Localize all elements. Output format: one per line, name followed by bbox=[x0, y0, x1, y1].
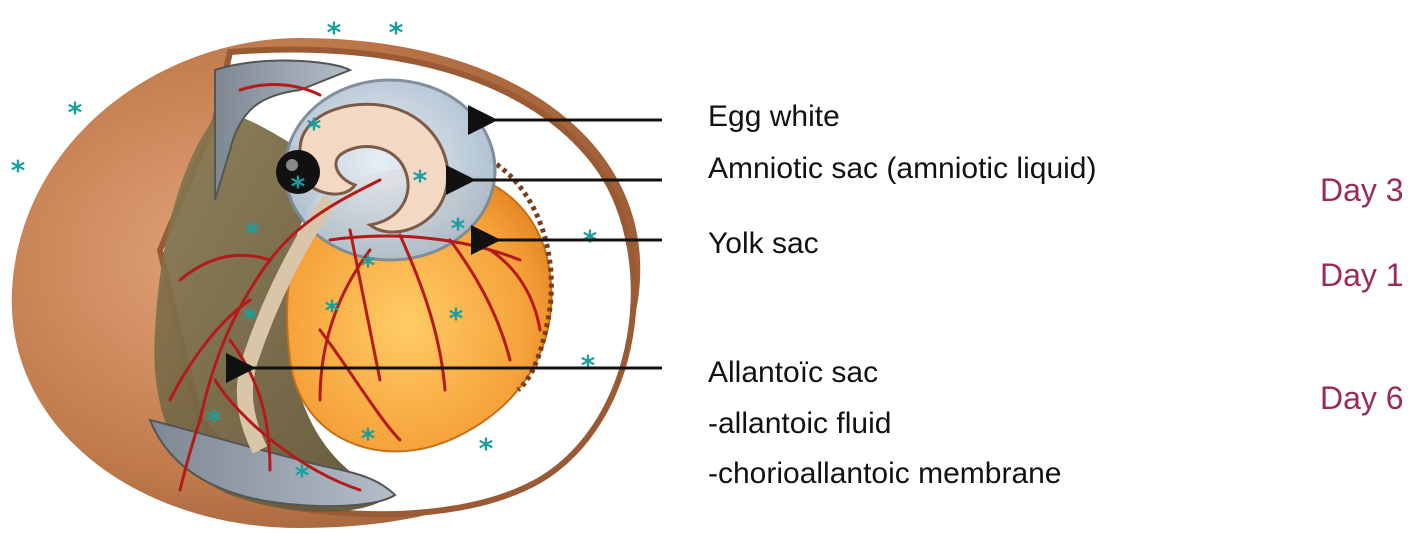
label-allantoic-sac: Allantoïc sac bbox=[708, 355, 878, 391]
day-yolk: Day 1 bbox=[1320, 256, 1404, 294]
label-amniotic-sac: Amniotic sac (amniotic liquid) bbox=[708, 151, 1096, 187]
label-egg-white: Egg white bbox=[708, 99, 840, 135]
label-chorioallantoic-membrane: -chorioallantoic membrane bbox=[708, 456, 1062, 492]
day-amniotic: Day 3 bbox=[1320, 171, 1404, 209]
label-allantoic-fluid: -allantoic fluid bbox=[708, 406, 891, 442]
day-allantoic: Day 6 bbox=[1320, 379, 1404, 417]
label-yolk-sac: Yolk sac bbox=[708, 226, 819, 262]
